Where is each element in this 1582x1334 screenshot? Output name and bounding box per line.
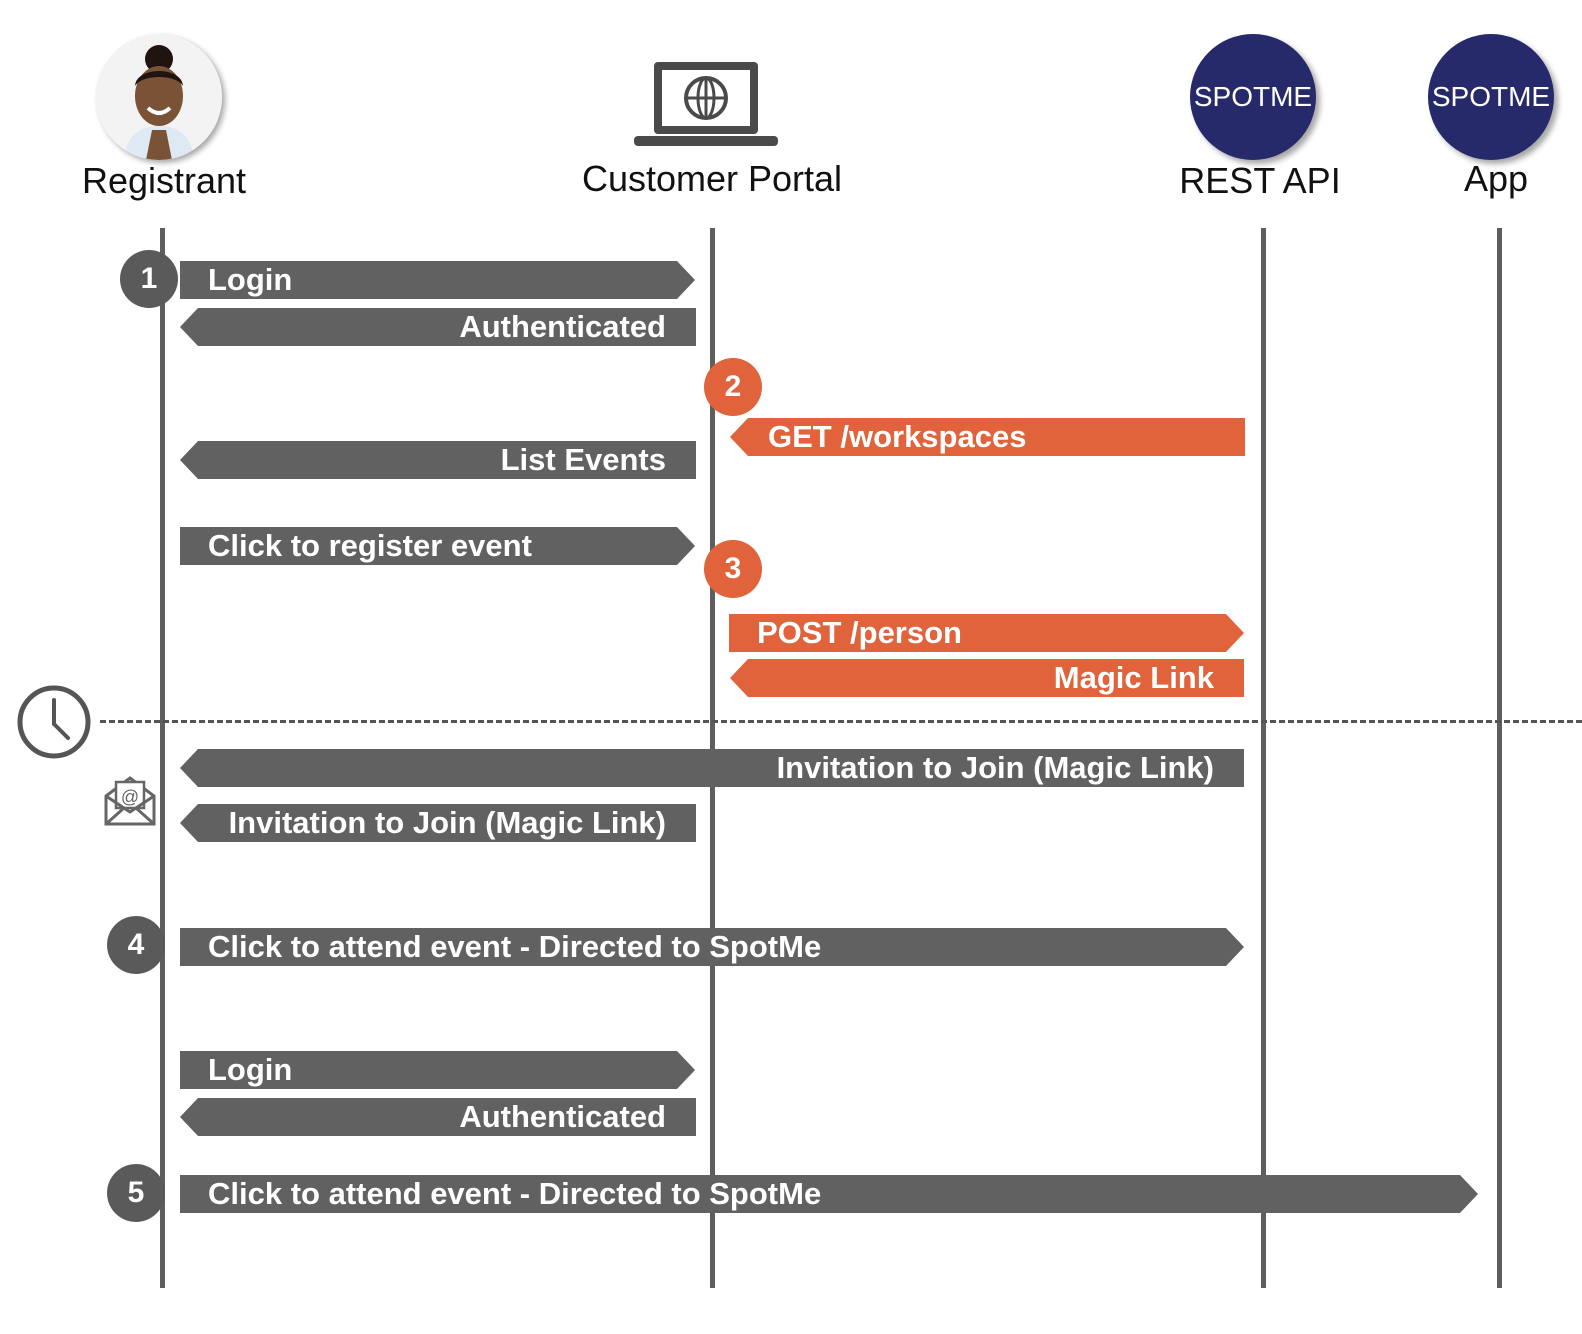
message-login-2: Login (180, 1051, 695, 1089)
message-list-events: List Events (180, 441, 696, 479)
message-click-attend-app: Click to attend event - Directed to Spot… (180, 1175, 1478, 1213)
svg-text:@: @ (121, 787, 139, 807)
spotme-logo-rest-api: SPOTME (1190, 34, 1316, 160)
email-icon: @ (104, 772, 156, 828)
actor-rest-api-label: REST API (1179, 160, 1341, 201)
actor-portal-label: Customer Portal (581, 158, 843, 199)
message-login-1: Login (180, 261, 695, 299)
message-magic-link: Magic Link (730, 659, 1244, 697)
message-click-register: Click to register event (180, 527, 695, 565)
step-3-badge: 3 (704, 540, 762, 598)
lifeline-rest-api (1261, 228, 1266, 1288)
message-get-workspaces: GET /workspaces (730, 418, 1245, 456)
message-authenticated-1: Authenticated (180, 308, 696, 346)
step-4-badge: 4 (107, 916, 165, 974)
laptop-globe-icon (632, 58, 780, 150)
registrant-avatar (96, 34, 222, 160)
message-post-person: POST /person (729, 614, 1244, 652)
step-1-badge: 1 (120, 250, 178, 308)
message-invitation-portal: Invitation to Join (Magic Link) (180, 804, 696, 842)
actor-app-label: App (1463, 158, 1529, 199)
lifeline-app (1497, 228, 1502, 1288)
spotme-logo-app: SPOTME (1428, 34, 1554, 160)
actor-registrant-label: Registrant (81, 160, 247, 201)
message-invitation-api: Invitation to Join (Magic Link) (180, 749, 1244, 787)
step-5-badge: 5 (107, 1164, 165, 1222)
step-2-badge: 2 (704, 358, 762, 416)
time-separator-line (100, 720, 1582, 723)
message-click-attend-api: Click to attend event - Directed to Spot… (180, 928, 1244, 966)
clock-icon (16, 684, 92, 760)
message-authenticated-2: Authenticated (180, 1098, 696, 1136)
lifeline-registrant (160, 228, 165, 1288)
